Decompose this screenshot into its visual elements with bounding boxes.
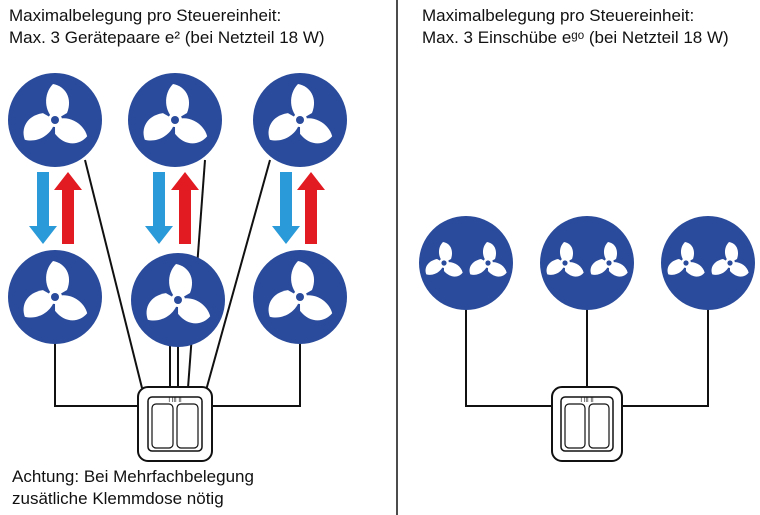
airflow-arrows-1	[29, 172, 82, 244]
airflow-arrows-2	[145, 172, 199, 244]
right-wiring	[465, 305, 709, 407]
fan-top-2	[128, 73, 222, 167]
left-title-line2: Max. 3 Gerätepaare e² (bei Netzteil 18 W…	[9, 28, 325, 47]
left-note-line1: Achtung: Bei Mehrfachbelegung	[12, 467, 254, 486]
left-note-line2: zusätliche Klemmdose nötig	[12, 489, 224, 508]
fan-bottom-3	[253, 250, 347, 344]
left-title-line1: Maximalbelegung pro Steuereinheit:	[9, 6, 282, 25]
fan-top-3	[253, 73, 347, 167]
airflow-arrows-3	[272, 172, 325, 244]
right-controller-label: I III II	[580, 398, 594, 404]
left-controller-box: I III II	[137, 386, 213, 462]
left-controller-label: I III II	[168, 398, 182, 404]
right-title-line1: Maximalbelegung pro Steuereinheit:	[422, 6, 695, 25]
right-title-line2: Max. 3 Einschübe eᵍᵒ (bei Netzteil 18 W)	[422, 28, 729, 47]
fan-bottom-1	[8, 250, 102, 344]
fan-bottom-2	[131, 253, 225, 347]
insert-3	[661, 216, 755, 310]
right-controller-box: I III II	[551, 386, 623, 462]
insert-1	[419, 216, 513, 310]
insert-2	[540, 216, 634, 310]
fan-top-1	[8, 73, 102, 167]
